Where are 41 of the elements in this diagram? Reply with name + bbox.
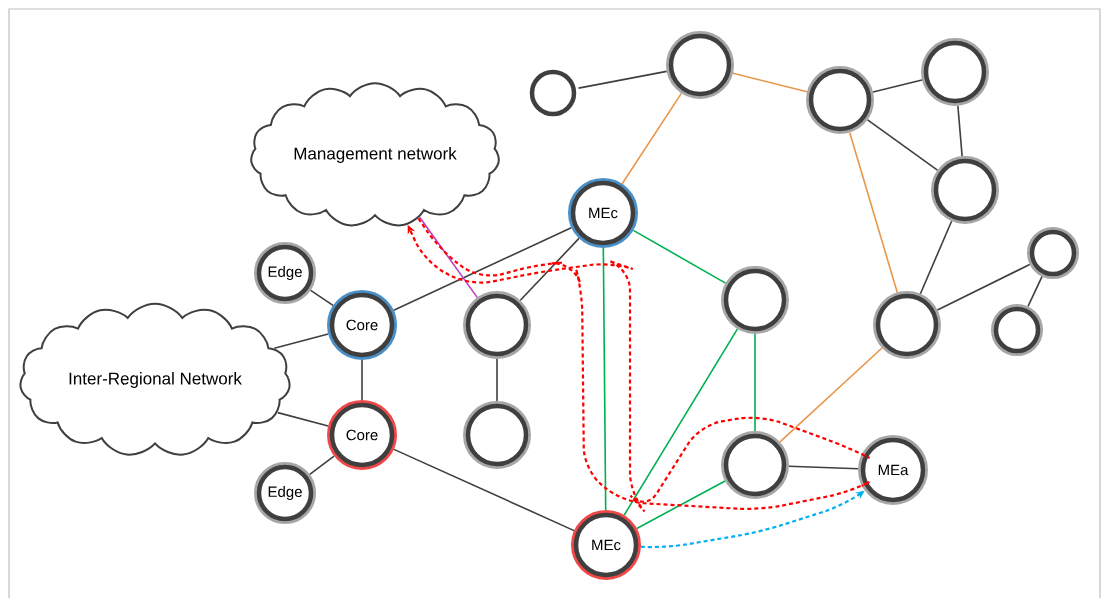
node-circle xyxy=(463,291,531,359)
link-line xyxy=(393,448,575,532)
link-line xyxy=(308,455,335,476)
link-line xyxy=(636,480,726,530)
link-line xyxy=(309,289,334,307)
node-circle xyxy=(921,38,989,106)
link-line xyxy=(754,333,756,432)
link-line xyxy=(577,70,668,89)
link-line xyxy=(418,216,478,299)
link-line xyxy=(632,229,727,284)
link-line xyxy=(496,358,498,402)
link-line xyxy=(866,119,939,171)
link-line xyxy=(779,347,883,443)
node-circle xyxy=(806,66,874,134)
link-line xyxy=(519,237,580,302)
link-line xyxy=(957,105,963,157)
cloud: Inter-Regional Network xyxy=(19,302,291,456)
link-line xyxy=(788,465,859,470)
link-line xyxy=(848,131,899,294)
node-circle xyxy=(1027,227,1079,279)
node-circle xyxy=(666,31,734,99)
node-circle xyxy=(529,69,577,117)
link-line xyxy=(732,72,808,93)
link-line xyxy=(919,220,953,295)
node-circle xyxy=(721,266,789,334)
node-circle xyxy=(463,401,531,469)
link-line xyxy=(621,92,683,185)
node-circle xyxy=(991,304,1043,356)
link-line xyxy=(936,263,1031,311)
node-circle xyxy=(721,431,789,499)
node-circle xyxy=(873,291,941,359)
link-line xyxy=(872,79,923,93)
link-line xyxy=(361,359,363,401)
link-line xyxy=(602,247,607,511)
link-line xyxy=(623,328,739,516)
link-line xyxy=(392,226,573,312)
cloud: Management network xyxy=(250,82,500,227)
link-line xyxy=(276,411,329,427)
node-circle xyxy=(931,156,999,224)
link-line xyxy=(1027,275,1043,308)
link-line xyxy=(273,333,329,350)
